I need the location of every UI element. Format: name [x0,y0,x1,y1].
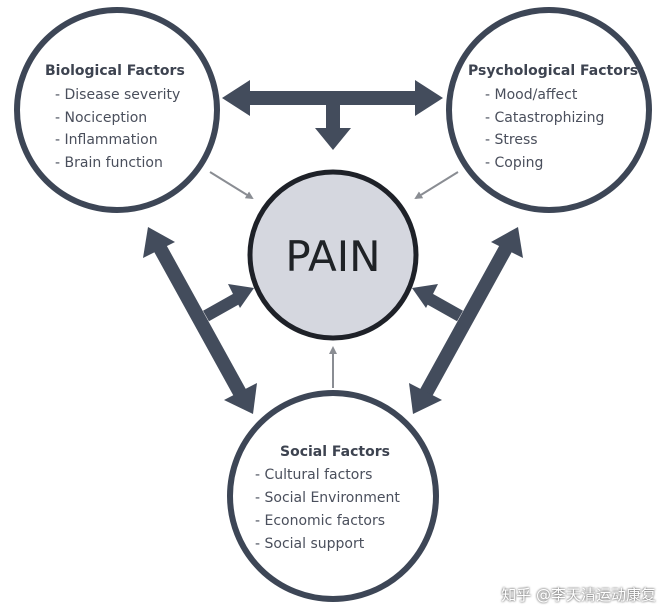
social-item: - Economic factors [255,513,385,529]
biological-item: - Disease severity [55,87,180,103]
psychological-item: - Mood/affect [485,87,578,103]
pain-node: PAIN [247,169,419,341]
social-factors-node: Social Factors - Cultural factors - Soci… [227,390,439,602]
biological-factors-node: Biological Factors - Disease severity - … [14,7,220,213]
social-item: - Social Environment [255,490,400,506]
psychological-item: - Catastrophizing [485,110,604,126]
social-title: Social Factors [280,444,390,460]
biological-item: - Nociception [55,110,147,126]
biological-item: - Brain function [55,155,163,171]
watermark: 知乎 @李天清运动康复 [501,586,656,604]
social-item: - Social support [255,536,365,552]
psychological-title: Psychological Factors [468,63,638,79]
psychological-item: - Stress [485,132,538,148]
social-item: - Cultural factors [255,467,372,483]
bio-psych-thick-arrow [222,80,443,150]
pain-label: PAIN [285,232,380,281]
psychological-item: - Coping [485,155,543,171]
psych-social-thick-arrow [409,227,523,414]
psychological-factors-node: Psychological Factors - Mood/affect - Ca… [446,7,652,213]
psych-thin-arrow [414,171,459,200]
biological-title: Biological Factors [45,63,185,79]
bio-social-thick-arrow [143,227,257,414]
bio-thin-arrow [209,171,254,200]
biological-item: - Inflammation [55,132,158,148]
